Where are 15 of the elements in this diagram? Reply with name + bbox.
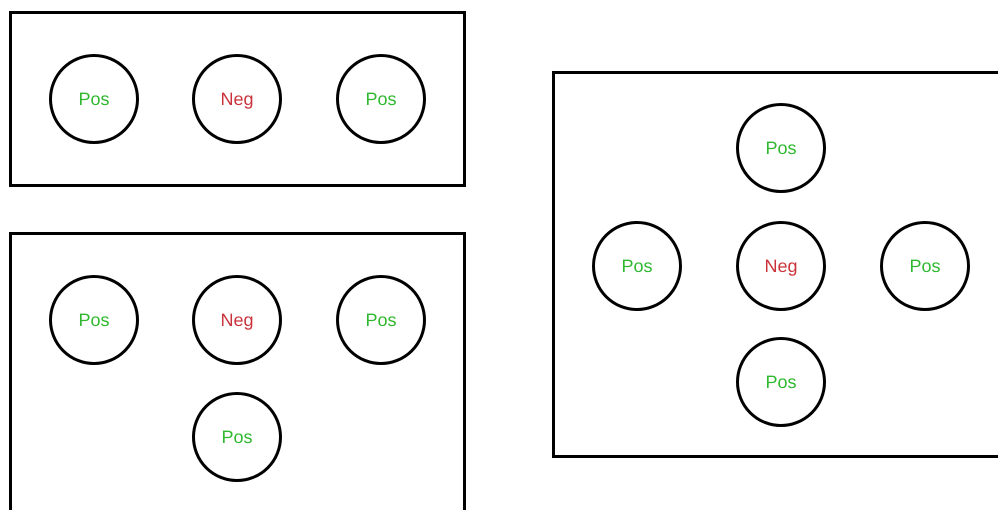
node-label: Neg <box>220 311 254 329</box>
node-label: Pos <box>621 257 653 275</box>
group-box <box>9 232 466 510</box>
node-label: Pos <box>78 311 110 329</box>
node-label: Pos <box>365 311 397 329</box>
group-box <box>552 71 998 458</box>
node-label: Pos <box>221 428 253 446</box>
node-label: Pos <box>765 373 797 391</box>
node-label: Neg <box>220 90 254 108</box>
node-label: Pos <box>78 90 110 108</box>
node-label: Pos <box>365 90 397 108</box>
group-box <box>9 11 466 187</box>
node-label: Pos <box>909 257 941 275</box>
node-label: Pos <box>765 139 797 157</box>
node-label: Neg <box>764 257 798 275</box>
